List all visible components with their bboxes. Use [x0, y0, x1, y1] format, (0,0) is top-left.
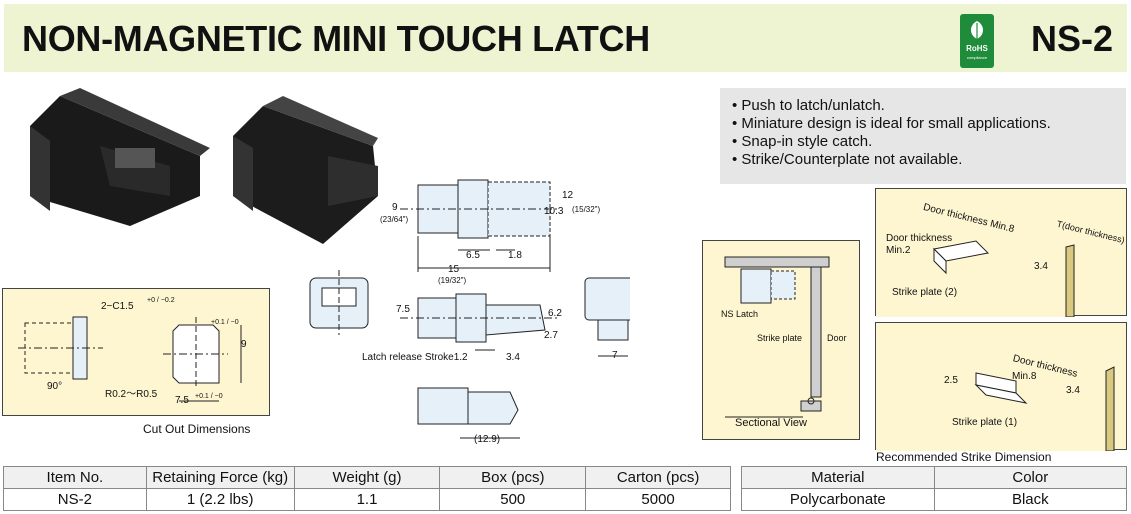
feature-item: Push to latch/unlatch. — [732, 97, 1126, 115]
model-number: NS-2 — [1030, 18, 1113, 59]
table-header: Weight (g) — [293, 466, 441, 489]
strike1-dim-2-5: 2.5 — [944, 375, 958, 386]
table-cell: NS-2 — [3, 488, 147, 511]
dim-2-7: 2.7 — [544, 330, 558, 341]
dim-12-in: (15/32") — [572, 205, 601, 214]
dim-15: 15 — [448, 264, 460, 275]
dim-7: 7 — [612, 350, 618, 361]
dim-9-in: (23/64") — [380, 215, 409, 224]
min2-label: Min.2 — [886, 245, 911, 256]
dim-6-5: 6.5 — [466, 250, 480, 261]
table-cell: 5000 — [585, 488, 731, 511]
product-photo-1 — [30, 88, 210, 226]
dim-15-in: (19/32") — [438, 276, 467, 285]
page-title: NON-MAGNETIC MINI TOUCH LATCH — [22, 18, 650, 59]
strike1-min8: Min.8 — [1012, 371, 1037, 382]
strike2-drawing — [876, 199, 1075, 317]
rohs-badge: RoHS compliance — [960, 14, 994, 68]
strike1-panel: Door thickness Min.8 2.5 3.4 Strike plat… — [875, 322, 1127, 451]
door-thickness-label: Door thickness — [886, 233, 953, 244]
strike1-dim-3-4: 3.4 — [1066, 385, 1080, 396]
strike-caption: Recommended Strike Dimension — [876, 450, 1052, 464]
cutout-width: 7.5 — [175, 395, 189, 406]
dim-12: 12 — [562, 190, 574, 201]
cutout-caption: Cut Out Dimensions — [143, 422, 251, 436]
strike1-caption: Strike plate (1) — [952, 417, 1018, 428]
leaf-icon — [971, 21, 983, 39]
feature-item: Snap-in style catch. — [732, 133, 1126, 151]
rohs-sub: compliance — [966, 55, 988, 60]
table-header: Retaining Force (kg) — [145, 466, 295, 489]
dim-7-5: 7.5 — [396, 304, 410, 315]
cutout-height-tol: +0.1 / −0 — [211, 319, 239, 326]
table-cell: 500 — [439, 488, 587, 511]
table-header-row: Material Color — [741, 466, 1128, 489]
sectional-drawing — [724, 256, 830, 418]
sectional-panel: NS Latch Strike plate Door Sectional Vie… — [702, 240, 860, 440]
feature-item: Miniature design is ideal for small appl… — [732, 115, 1126, 133]
strike2-caption: Strike plate (2) — [892, 287, 958, 298]
strike1-drawing — [876, 329, 1115, 451]
dim-12-9: (12.9) — [474, 434, 501, 445]
door-label: Door — [827, 333, 847, 343]
feature-list: Push to latch/unlatch. Miniature design … — [720, 88, 1126, 184]
strike2-panel: Door thickness Min.8 Door thickness Min.… — [875, 188, 1127, 317]
dim-1-8: 1.8 — [508, 250, 522, 261]
table-header: Color — [933, 466, 1128, 489]
table-header: Carton (pcs) — [585, 466, 731, 489]
table-cell: 1.1 — [293, 488, 441, 511]
title-bar: NON-MAGNETIC MINI TOUCH LATCH RoHS compl… — [4, 4, 1127, 72]
table-header-row: Item No. Retaining Force (kg) Weight (g)… — [3, 466, 731, 489]
cutout-height: 9 — [241, 339, 247, 350]
dim-6-2: 6.2 — [548, 308, 562, 319]
dim-9: 9 — [392, 202, 398, 213]
cutout-width-tol: +0.1 / −0 — [195, 393, 223, 400]
table-header: Material — [741, 466, 935, 489]
table-header: Item No. — [3, 466, 147, 489]
dim-3-4: 3.4 — [506, 352, 520, 363]
strike-plate-label: Strike plate — [757, 333, 803, 343]
technical-drawing — [309, 179, 630, 439]
dim-10-3: 10.3 — [544, 206, 564, 217]
strike2-dim-3-4: 3.4 — [1034, 261, 1048, 272]
table-header: Box (pcs) — [439, 466, 587, 489]
ns-latch-label: NS Latch — [721, 309, 759, 319]
table-row: NS-2 1 (2.2 lbs) 1.1 500 5000 — [3, 488, 731, 511]
latch-release-stroke: Latch release Stroke1.2 — [362, 352, 468, 363]
table-cell: Black — [933, 488, 1128, 511]
table-cell: Polycarbonate — [741, 488, 935, 511]
cutout-panel: 2−C1.5 +0 / −0.2 9 +0.1 / −0 90° R0.2〜R0… — [2, 288, 270, 416]
cutout-radius: R0.2〜R0.5 — [105, 389, 158, 400]
spec-table: Item No. Retaining Force (kg) Weight (g)… — [3, 466, 731, 511]
cutout-drawing — [18, 316, 242, 402]
cutout-angle: 90° — [47, 381, 63, 392]
feature-item: Strike/Counterplate not available. — [732, 151, 1126, 169]
rohs-label: RoHS — [966, 44, 988, 53]
sectional-caption: Sectional View — [735, 417, 807, 429]
table-row: Polycarbonate Black — [741, 488, 1128, 511]
material-table: Material Color Polycarbonate Black — [741, 466, 1128, 511]
cutout-chamfer: 2−C1.5 — [101, 301, 134, 312]
product-photo-2 — [233, 96, 378, 244]
table-cell: 1 (2.2 lbs) — [145, 488, 295, 511]
cutout-chamfer-tol: +0 / −0.2 — [147, 297, 175, 304]
